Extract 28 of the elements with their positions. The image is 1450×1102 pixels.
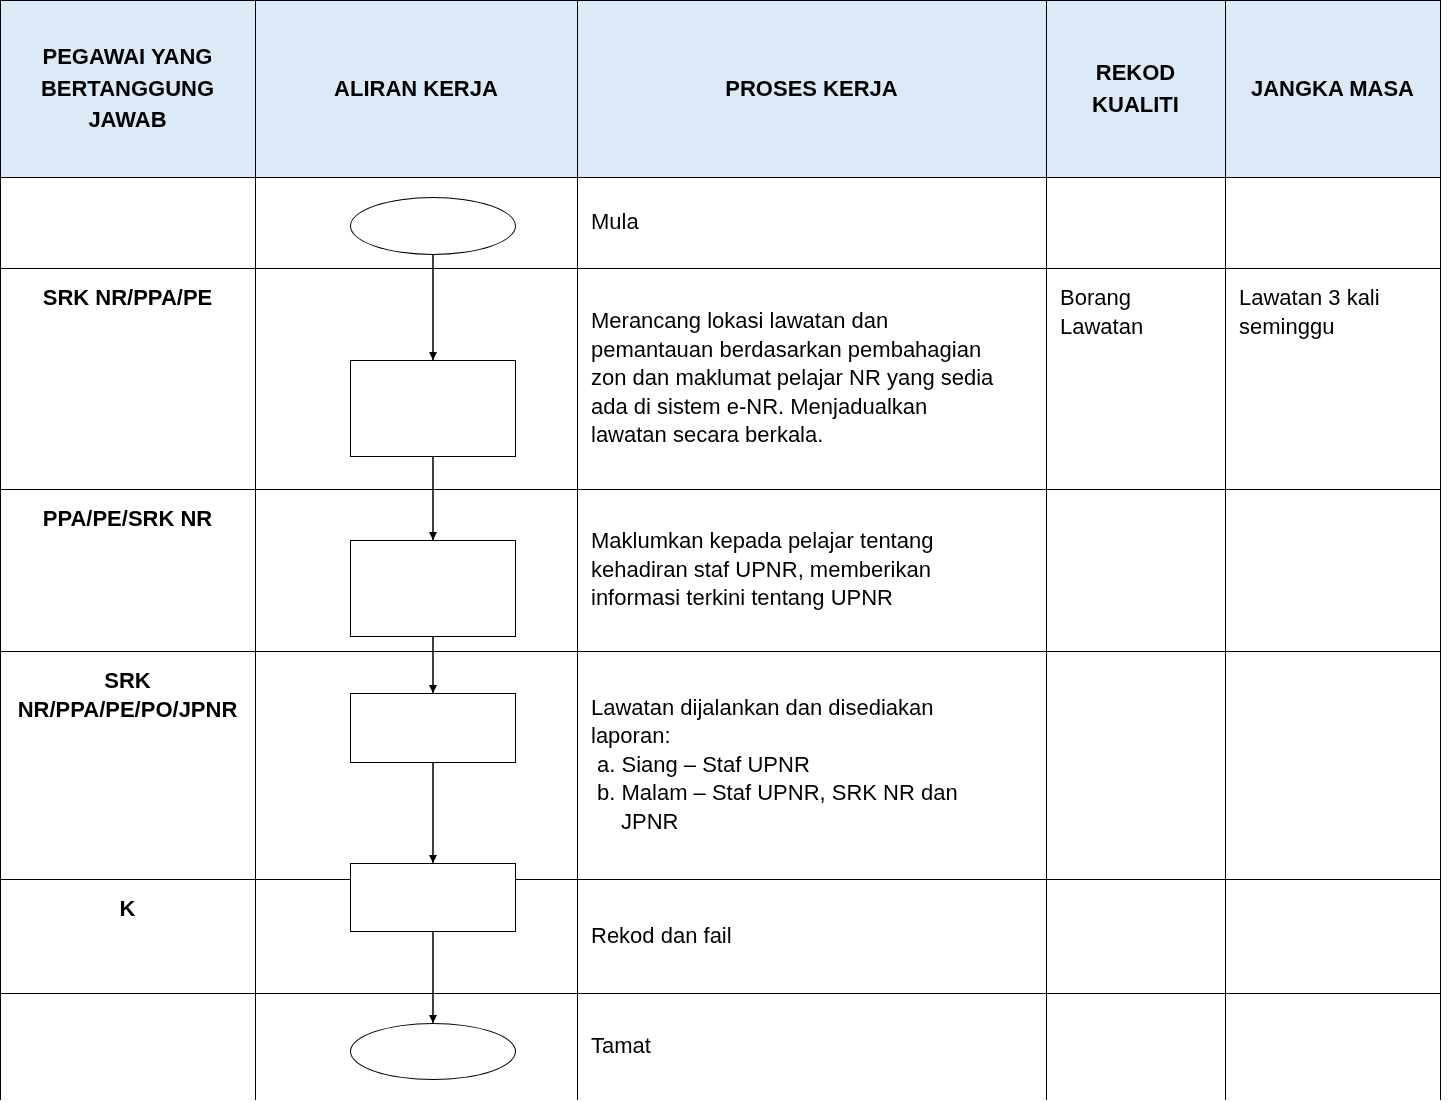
process-text: Merancang lokasi lawatan dan pemantauan berdasarkan pembahagian zon dan maklumat pelajar NR yang sedia ada di sistem e-NR. Menjadualkan lawatan secara berkala. bbox=[591, 307, 995, 450]
responsible-officer: K bbox=[119, 895, 136, 923]
record-text: Lawatan 3 kali seminggu bbox=[1239, 284, 1381, 341]
responsible-officer: SRK NR/PPA/PE bbox=[42, 284, 213, 312]
process-text: Rekod dan fail bbox=[591, 921, 733, 950]
column-heading: PEGAWAI YANG BERTANGGUNG JAWAB bbox=[39, 42, 216, 135]
column-heading: REKOD KUALITI bbox=[1091, 58, 1180, 119]
arrow bbox=[429, 456, 437, 541]
arrow bbox=[429, 636, 437, 694]
process-box bbox=[350, 540, 516, 637]
process-text: Tamat bbox=[591, 1032, 652, 1061]
column-heading: ALIRAN KERJA bbox=[334, 74, 498, 103]
process-text: Mula bbox=[591, 208, 640, 237]
responsible-officer: SRK NR/PPA/PE/PO/JPNR bbox=[16, 667, 239, 724]
process-text: Maklumkan kepada pelajar tentang kehadiran staf UPNR, memberikan informasi terkini tentang UPNR bbox=[591, 527, 935, 613]
responsible-officer: PPA/PE/SRK NR bbox=[42, 505, 213, 533]
arrow bbox=[429, 931, 437, 1024]
arrow bbox=[429, 254, 437, 361]
arrow bbox=[429, 762, 437, 864]
process-box bbox=[350, 863, 516, 932]
column-heading: JANGKA MASA bbox=[1251, 74, 1414, 103]
list-item: b. Malam – Staf UPNR, SRK NR dan JPNR bbox=[596, 779, 959, 836]
column-heading: PROSES KERJA bbox=[725, 74, 898, 103]
process-box bbox=[350, 360, 516, 457]
record-text: Borang Lawatan bbox=[1060, 284, 1145, 341]
list-item: a. Siang – Staf UPNR bbox=[596, 750, 811, 779]
process-text: Lawatan dijalankan dan disediakan laporan: bbox=[591, 693, 935, 751]
process-box bbox=[350, 693, 516, 763]
